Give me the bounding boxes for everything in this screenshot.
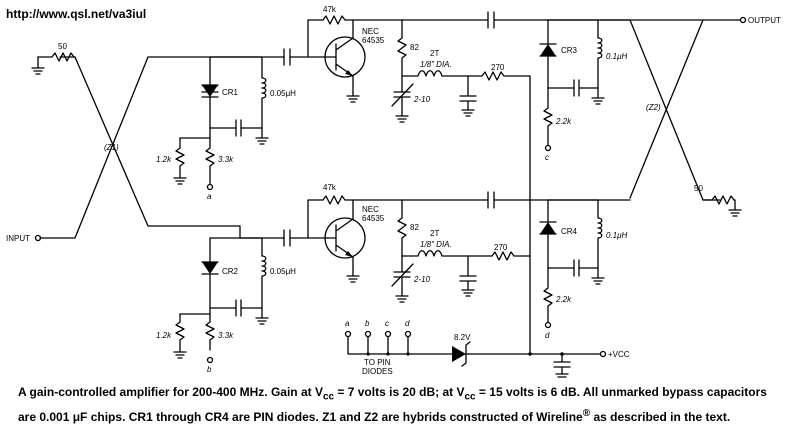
- pin-a-label: a: [345, 319, 350, 328]
- node-c-label: c: [545, 153, 549, 162]
- l-cr2-label: 0.05μH: [270, 267, 296, 276]
- to-pin-label: TO PIN: [364, 358, 391, 367]
- cr4-label: CR4: [561, 227, 578, 236]
- coil-top-label-1: 2T: [430, 49, 439, 58]
- z2-label: (Z2): [646, 103, 661, 112]
- r12k-bottom-label: 1.2k: [156, 331, 172, 340]
- node-b-label: b: [207, 365, 212, 374]
- r22k-top-label: 2.2k: [555, 117, 572, 126]
- r82-bottom-label: 82: [410, 223, 419, 232]
- transistor-top-label-2: 64535: [362, 36, 385, 45]
- z1-label: (Z1): [104, 143, 119, 152]
- r33k-top-label: 3.3k: [218, 155, 234, 164]
- diodes-label: DIODES: [362, 367, 393, 376]
- r50-top-label: 50: [58, 42, 67, 51]
- pin-d-label: d: [405, 319, 410, 328]
- caption-text: A gain-controlled amplifier for 200-400 …: [18, 385, 767, 425]
- node-a-label: a: [207, 192, 212, 201]
- capvar-bottom-label: 2-10: [413, 275, 431, 284]
- zener-label: 8.2V: [454, 333, 471, 342]
- figure-caption: A gain-controlled amplifier for 200-400 …: [18, 384, 786, 426]
- amplifier-schematic: (Z1) 50 INPUT CR1 0.05μH 1.2k 3.3k a: [6, 5, 781, 378]
- transistor-top-label-1: NEC: [362, 27, 379, 36]
- pin-b-label: b: [365, 319, 370, 328]
- bottom-stage: CR2 0.05μH 1.2k 3.3k b 47k NEC 64535 82 …: [156, 183, 631, 374]
- output-label: OUTPUT: [748, 16, 781, 25]
- node-d-label: d: [545, 331, 550, 340]
- capvar-top-label: 2-10: [413, 95, 431, 104]
- hybrid-z1: (Z1): [39, 56, 241, 239]
- l-cr4-label: 0.1μH: [606, 231, 628, 240]
- cr1-label: CR1: [222, 88, 239, 97]
- transistor-bottom-label-1: NEC: [362, 205, 379, 214]
- coil-bottom-label-1: 2T: [430, 229, 439, 238]
- r47k-top-label: 47k: [323, 5, 337, 14]
- coil-top-label-2: 1/8" DIA.: [420, 60, 452, 69]
- r22k-bottom-label: 2.2k: [555, 295, 572, 304]
- l-cr3-label: 0.1μH: [606, 52, 628, 61]
- input-label: INPUT: [6, 234, 30, 243]
- bias-network: a b c d TO PIN DIODES 8.2V +VCC: [344, 319, 630, 378]
- hybrid-z2: OUTPUT (Z2) 50: [599, 16, 781, 217]
- source-url: http://www.qsl.net/va3iul: [6, 7, 147, 21]
- top-stage: CR1 0.05μH 1.2k 3.3k a 47k NEC 64535 82 …: [156, 5, 706, 353]
- cr2-label: CR2: [222, 267, 239, 276]
- termination-resistor-top-left: 50: [31, 42, 76, 75]
- transistor-bottom-label-2: 64535: [362, 214, 385, 223]
- r270-top-label: 270: [491, 63, 505, 72]
- coil-bottom-label-2: 1/8" DIA.: [420, 240, 452, 249]
- r47k-bottom-label: 47k: [323, 183, 337, 192]
- r33k-bottom-label: 3.3k: [218, 331, 234, 340]
- output-node: [739, 16, 747, 24]
- input-node: [34, 234, 42, 242]
- vcc-label: +VCC: [608, 350, 630, 359]
- r50-bottom-label: 50: [694, 184, 703, 193]
- r12k-top-label: 1.2k: [156, 155, 172, 164]
- pin-c-label: c: [385, 319, 389, 328]
- r82-top-label: 82: [410, 43, 419, 52]
- l-cr1-label: 0.05μH: [270, 89, 296, 98]
- r270-bottom-label: 270: [494, 243, 508, 252]
- cr3-label: CR3: [561, 46, 578, 55]
- input-terminal: INPUT: [6, 234, 42, 243]
